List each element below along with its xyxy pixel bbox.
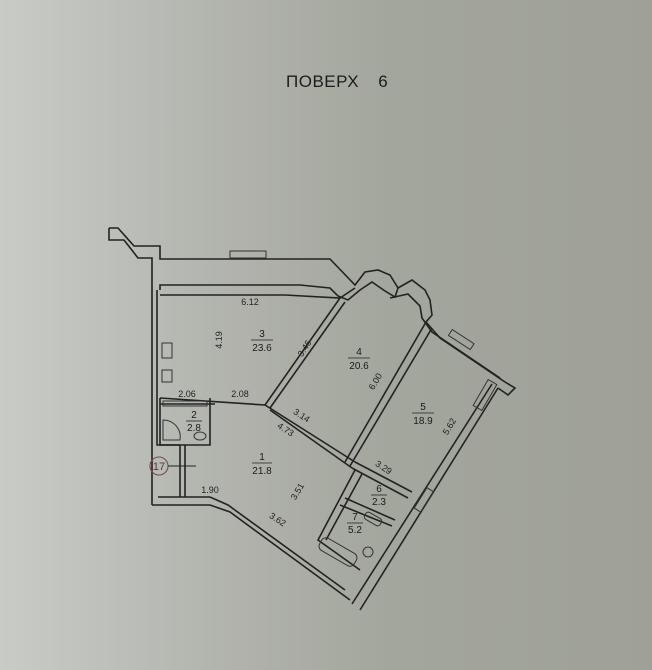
floor-title-word: ПОВЕРХ — [286, 72, 360, 91]
floor-title: ПОВЕРХ 6 — [286, 72, 388, 92]
svg-text:7: 7 — [352, 512, 358, 523]
room-1-label: 1 21.8 — [252, 452, 272, 477]
svg-text:1: 1 — [259, 452, 265, 463]
svg-text:5.2: 5.2 — [348, 525, 362, 536]
dim-6-12: 6.12 — [241, 297, 259, 307]
svg-text:2.8: 2.8 — [187, 423, 201, 434]
apartment-marker: 17 — [149, 456, 196, 476]
bathtub-icon — [318, 537, 358, 567]
svg-text:4: 4 — [356, 347, 362, 358]
dim-2-08: 2.08 — [231, 389, 249, 399]
room-5-label: 5 18.9 — [412, 402, 434, 427]
svg-text:6: 6 — [376, 484, 382, 495]
interior-walls — [159, 297, 433, 571]
dim-2-06: 2.06 — [178, 389, 196, 399]
room-2-label: 2 2.8 — [186, 410, 202, 434]
room-labels: 1 21.8 2 2.8 3 23.6 4 20.6 5 18.9 6 2.3 — [186, 329, 434, 536]
dim-3-51: 3.51 — [289, 481, 307, 501]
svg-text:17: 17 — [153, 461, 165, 473]
room-4-label: 4 20.6 — [348, 347, 370, 372]
room-3-label: 3 23.6 — [251, 329, 273, 354]
svg-text:2: 2 — [191, 410, 197, 421]
dim-3-62: 3.62 — [268, 511, 288, 529]
svg-text:23.6: 23.6 — [252, 343, 272, 354]
stove-icon — [161, 342, 173, 359]
svg-text:3: 3 — [259, 329, 265, 340]
fixtures — [161, 342, 383, 567]
window-bay — [447, 328, 475, 351]
room-7-label: 7 5.2 — [347, 512, 363, 536]
washbasin-icon — [363, 511, 383, 527]
room-6-label: 6 2.3 — [371, 484, 387, 508]
svg-text:21.8: 21.8 — [252, 466, 272, 477]
svg-text:5: 5 — [420, 402, 426, 413]
shower-icon — [162, 419, 181, 441]
dim-3-14: 3.14 — [292, 407, 312, 425]
dim-3-46: 3.46 — [296, 338, 314, 358]
svg-text:20.6: 20.6 — [349, 361, 369, 372]
loggia-window — [229, 250, 267, 259]
svg-text:2.3: 2.3 — [372, 497, 386, 508]
dim-1-90: 1.90 — [201, 485, 219, 495]
window-room6 — [413, 487, 435, 513]
dim-5-62: 5.62 — [441, 416, 459, 436]
toilet-icon-2 — [362, 546, 374, 558]
sink-kitchen-icon — [161, 369, 173, 383]
window-room5 — [472, 378, 498, 412]
svg-text:18.9: 18.9 — [413, 416, 433, 427]
toilet-icon — [193, 431, 207, 441]
dim-6-00: 6.00 — [367, 371, 385, 391]
dim-4-19: 4.19 — [214, 331, 224, 349]
counter-icon — [162, 400, 208, 407]
floor-number: 6 — [378, 72, 389, 91]
